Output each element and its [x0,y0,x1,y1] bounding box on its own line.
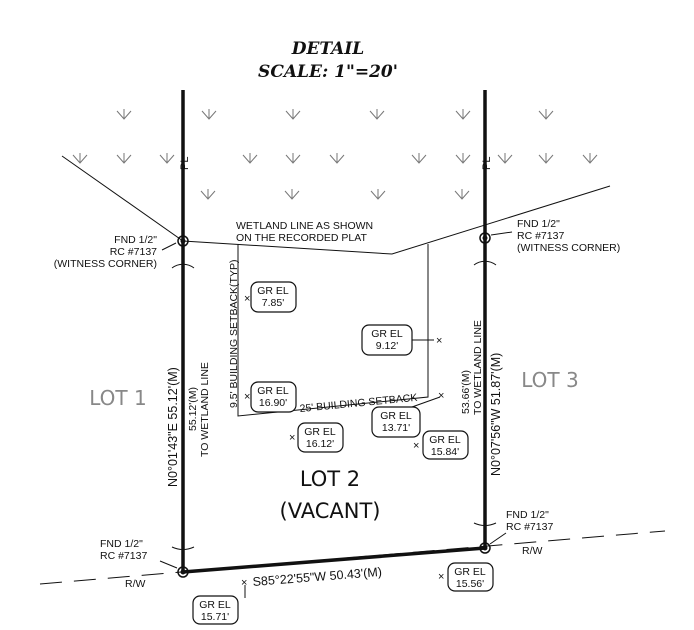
se-corner-label: FND 1/2" RC #7137 [506,509,553,533]
row-label-left: R/W [125,578,146,590]
lot-2-status: (VACANT) [280,499,381,523]
svg-text:GR EL: GR EL [380,410,412,422]
svg-text:FND 1/2": FND 1/2" [114,234,157,246]
svg-text:RC #7137: RC #7137 [100,550,147,562]
nw-corner-label: FND 1/2" RC #7137 (WITNESS CORNER) [54,234,158,270]
wetland-symbols [72,109,598,200]
lot-1-label: LOT 1 [89,386,146,410]
svg-text:×: × [436,335,442,347]
south-bearing-label: S85°22'55"W 50.43'(M) [252,565,382,589]
lot-2-label: LOT 2 [300,467,360,491]
svg-text:×: × [289,432,295,444]
row-label-right: R/W [522,545,543,557]
corner-monuments [159,231,513,578]
east-bearing-label: N0°07'56"W 51.87'(M) [489,353,503,476]
east-pl-marker: PL [481,157,493,170]
svg-text:×: × [438,390,444,402]
elevation-point-5: GR EL 13.71' × [371,390,444,438]
elevation-point-3: × GR EL 16.90' [244,381,297,413]
svg-text:15.56': 15.56' [456,578,484,590]
wetland-line [61,155,611,255]
east-wetland-distance: 53.66'(M) [460,370,472,414]
svg-text:16.90': 16.90' [259,397,287,409]
svg-text:GR EL: GR EL [304,426,336,438]
svg-text:15.71': 15.71' [201,611,229,623]
svg-text:RC #7137: RC #7137 [110,246,157,258]
svg-text:GR EL: GR EL [429,434,461,446]
east-wetland-caption: TO WETLAND LINE [472,320,484,415]
svg-text:×: × [244,293,250,305]
svg-text:RC #7137: RC #7137 [506,521,553,533]
sw-corner-label: FND 1/2" RC #7137 [100,538,147,562]
svg-text:16.12': 16.12' [306,438,334,450]
wetland-label-2: ON THE RECORDED PLAT [236,232,367,244]
svg-text:FND 1/2": FND 1/2" [100,538,143,550]
svg-text:GR EL: GR EL [257,385,289,397]
svg-text:FND 1/2": FND 1/2" [517,218,560,230]
west-bearing-label: N0°01'43"E 55.12'(M) [166,367,180,487]
west-wetland-distance: 55.12'(M) [187,387,199,431]
svg-text:7.85': 7.85' [262,297,284,309]
svg-text:RC #7137: RC #7137 [517,230,564,242]
svg-text:15.84': 15.84' [431,446,459,458]
svg-text:(WITNESS CORNER): (WITNESS CORNER) [54,258,157,270]
ne-corner-label: FND 1/2" RC #7137 (WITNESS CORNER) [517,218,620,254]
svg-text:9.12': 9.12' [376,340,398,352]
lot-3-label: LOT 3 [521,368,578,392]
elevation-point-1: × GR EL 7.85' [244,281,297,313]
elevation-point-7: × GR EL 15.56' [438,562,494,592]
svg-text:×: × [413,440,419,452]
west-pl-marker: PL [179,157,191,170]
svg-text:×: × [438,571,444,583]
west-wetland-caption: TO WETLAND LINE [199,362,211,457]
svg-text:GR EL: GR EL [371,328,403,340]
elevation-point-2: GR EL 9.12' × [361,324,442,356]
side-setback-label: 9.5' BUILDING SETBACK(TYP) [228,260,240,408]
svg-text:GR EL: GR EL [199,599,231,611]
svg-text:(WITNESS CORNER): (WITNESS CORNER) [517,242,620,254]
elevation-point-4: × GR EL 16.12' [289,422,344,453]
svg-text:×: × [241,577,247,589]
svg-text:13.71': 13.71' [382,422,410,434]
wetland-label-1: WETLAND LINE AS SHOWN [236,220,373,232]
detail-title: DETAIL [291,39,365,59]
svg-text:FND 1/2": FND 1/2" [506,509,549,521]
svg-text:×: × [244,391,250,403]
elevation-point-8: × GR EL 15.71' [192,577,247,625]
svg-text:GR EL: GR EL [257,285,289,297]
south-property-line [182,546,486,574]
building-setback-outline [237,244,429,417]
elevation-point-6: × GR EL 15.84' [413,430,469,460]
svg-text:GR EL: GR EL [454,566,486,578]
detail-scale: SCALE: 1"=20' [258,62,398,82]
